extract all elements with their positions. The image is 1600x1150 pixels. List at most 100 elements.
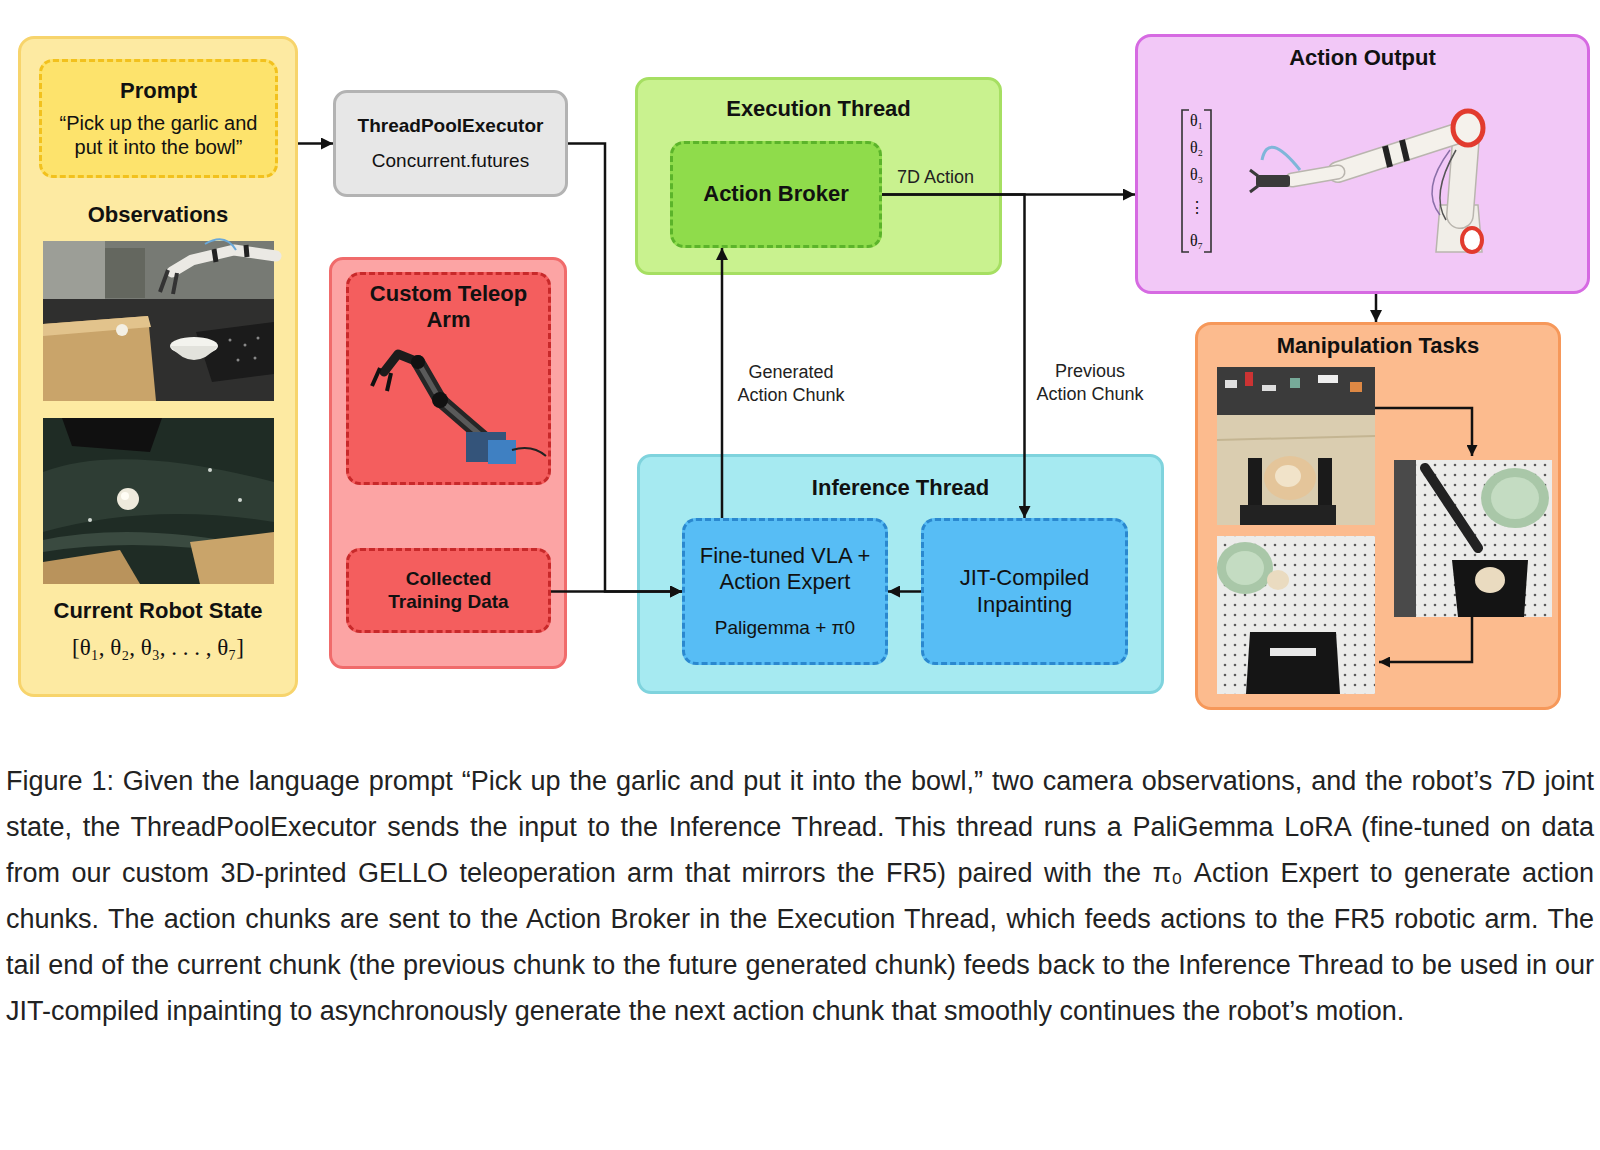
- task-photo-table: [1217, 367, 1375, 525]
- task-photo-table-rect: [1240, 505, 1336, 525]
- robot-arm-drawing-path: [1440, 150, 1456, 220]
- joint-vector-brackets: [1182, 110, 1211, 252]
- vector-entry: θ₇: [1190, 232, 1203, 250]
- node-title: Custom Teleop Arm: [356, 281, 541, 334]
- edge-label-holder: Previous Action Chunk: [1030, 360, 1150, 407]
- task-photo-table-ellipse: [1275, 465, 1301, 487]
- observation-photo-lab-polygon: [43, 316, 151, 336]
- connector-arrow: [551, 590, 682, 593]
- observation-photo-lab-path: [170, 346, 218, 360]
- robot-arm-drawing-line: [1292, 172, 1338, 180]
- label-holder: ⋮: [1189, 199, 1205, 217]
- observation-photo-lab-circle: [257, 337, 260, 340]
- teleop-arm-box: Custom Teleop Arm: [346, 272, 551, 485]
- observation-photo-topdown-circle: [117, 488, 139, 510]
- task-photo-place-rect: [1270, 648, 1316, 656]
- node-title: ThreadPoolExecutor: [344, 115, 557, 138]
- robot-arm-drawing-path: [1432, 150, 1450, 215]
- prompt-box: Prompt “Pick up the garlic and put it int…: [39, 59, 278, 178]
- robot-arm-drawing-line: [1460, 138, 1466, 215]
- task-photo-place-ellipse: [1226, 551, 1264, 585]
- edge-label: Generated Action Chunk: [731, 361, 851, 408]
- connector-arrow: [298, 142, 333, 145]
- observation-photo-lab-circle: [229, 339, 232, 342]
- observation-photo-lab-rect: [43, 241, 105, 301]
- executor-box: ThreadPoolExecutorConcurrent.futures: [333, 90, 568, 197]
- task-photo-table-rect: [1245, 372, 1253, 386]
- observation-photo-topdown-path: [43, 459, 274, 532]
- vector-entry: θ₁: [1190, 112, 1203, 130]
- node-title: Collected Training Data: [369, 568, 529, 614]
- action-broker-box: Action Broker: [670, 141, 882, 248]
- task-photo-grasp-rect: [1394, 460, 1416, 617]
- node-title: Action Broker: [681, 181, 871, 207]
- observation-photo-lab: [43, 239, 276, 401]
- task-photo-grasp-rect: [1394, 460, 1552, 617]
- robot-arm-drawing-ellipse: [1462, 228, 1482, 252]
- teleop-arm-drawing-rect: [488, 440, 516, 464]
- observation-photo-topdown-circle: [88, 518, 92, 522]
- observation-photo-topdown: [43, 418, 274, 584]
- task-photo-place-ellipse: [1217, 542, 1273, 594]
- task-photo-grasp-polygon: [1452, 560, 1528, 617]
- observation-photo-lab-rect: [105, 248, 145, 298]
- robot-arm-drawing-rect: [1256, 175, 1290, 187]
- node-title: Prompt: [50, 78, 267, 104]
- observation-photo-lab-polygon: [196, 322, 274, 382]
- teleop-arm-drawing-circle: [432, 392, 448, 408]
- observation-photo-lab-path: [205, 239, 236, 250]
- robot-arm-drawing-line: [1338, 132, 1462, 172]
- task-photo-table-rect: [1318, 375, 1338, 383]
- teleop-arm-drawing-polyline: [418, 362, 505, 456]
- node-title: Execution Thread: [646, 96, 991, 122]
- connector-arrow: [1375, 294, 1378, 322]
- teleop-arm-drawing-path: [512, 448, 546, 456]
- vector-entry: θ₂: [1190, 139, 1203, 157]
- observation-photo-topdown-polygon: [190, 532, 274, 584]
- node-title: Action Output: [1146, 45, 1579, 71]
- caption-holder: Figure 1: Given the language prompt “Pic…: [6, 758, 1594, 1034]
- task-photo-place-rect: [1217, 536, 1375, 694]
- task-photo-table-rect: [1217, 367, 1375, 415]
- robot-arm-drawing-line: [1292, 172, 1338, 180]
- joint-vector-brackets-path: [1204, 110, 1211, 252]
- robot-arm-drawing-ellipse: [1453, 111, 1483, 145]
- input-panel: ObservationsCurrent Robot State[θ₁, θ₂, …: [18, 36, 298, 697]
- observation-photo-topdown-circle: [121, 492, 129, 500]
- label-holder: θ₁: [1190, 112, 1203, 130]
- robot-arm-drawing-path: [1436, 205, 1482, 252]
- robot-arm-drawing-line: [1402, 140, 1407, 161]
- observation-photo-topdown-path: [62, 418, 162, 452]
- connector-arrow: [721, 248, 724, 518]
- vla-box: Fine-tuned VLA + Action ExpertPaligemma …: [682, 518, 888, 665]
- label-holder: θ₇: [1190, 232, 1203, 250]
- task-photo-grasp-line: [1425, 468, 1478, 548]
- vector-entry: θ₃: [1190, 166, 1203, 184]
- observation-photo-lab-polygon: [43, 316, 156, 401]
- observation-photo-lab-line: [214, 249, 216, 262]
- task-photo-table-line: [1217, 436, 1375, 440]
- task-sequence-arrows-path: [1375, 408, 1472, 456]
- teleop-arm-drawing-circle: [411, 355, 425, 369]
- observation-photo-lab-rect: [43, 241, 274, 299]
- action-output-panel: Action Output: [1135, 34, 1590, 294]
- edge-label: Previous Action Chunk: [1030, 360, 1150, 407]
- task-photo-table-rect: [1350, 382, 1362, 392]
- observation-photo-topdown-polygon: [43, 550, 140, 584]
- figure-caption: Figure 1: Given the language prompt “Pic…: [6, 758, 1594, 1034]
- robot-arm-drawing-path: [1262, 147, 1300, 170]
- connector-arrow: [888, 590, 921, 593]
- observation-photo-topdown-circle: [238, 498, 242, 502]
- label-holder: θ₂: [1190, 139, 1203, 157]
- node-text: “Pick up the garlic and put it into the …: [50, 111, 267, 159]
- connector-arrow: [882, 195, 1025, 519]
- task-photo-place: [1217, 536, 1375, 694]
- observation-photo-lab-rect: [43, 299, 274, 401]
- task-photo-table-rect: [1262, 385, 1276, 391]
- edge-label-holder: 7D Action: [897, 166, 992, 189]
- observation-photo-topdown-circle: [208, 468, 212, 472]
- manipulation-panel: Manipulation Tasks: [1195, 322, 1561, 710]
- joint-vector-brackets-path: [1182, 110, 1189, 252]
- training-data-box: Collected Training Data: [346, 548, 551, 633]
